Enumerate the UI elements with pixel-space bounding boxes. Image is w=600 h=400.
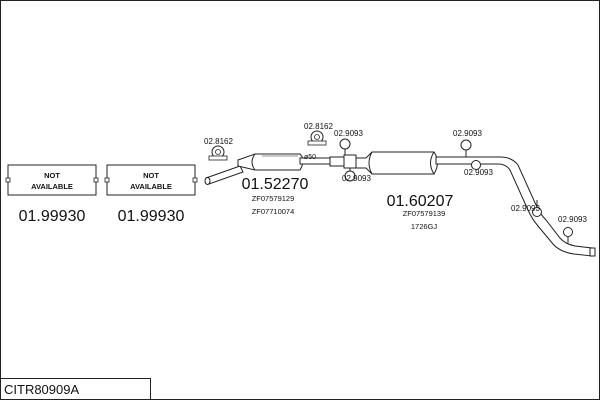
clamp-icon-mid xyxy=(307,130,327,146)
clamp-left-label: 02.8162 xyxy=(204,137,233,146)
clamp-icon-left xyxy=(208,145,228,161)
not-available-text-2b: AVAILABLE xyxy=(130,182,172,191)
not-available-text-1a: NOT xyxy=(44,171,60,180)
hanger-b-label: 02.9093 xyxy=(342,174,371,183)
rear-silencer-ref-2: 1726GJ xyxy=(411,222,438,231)
not-available-box-1: NOT AVAILABLE xyxy=(5,164,99,196)
not-available-box-2: NOT AVAILABLE xyxy=(104,164,198,196)
title-code-box: CITR80909A xyxy=(0,378,151,400)
hanger-icon-c xyxy=(460,139,472,157)
front-silencer-ref-2: ZF07710074 xyxy=(252,207,295,216)
front-silencer xyxy=(204,153,331,185)
part-number-unavailable-1: 01.99930 xyxy=(19,208,86,225)
title-code: CITR80909A xyxy=(4,382,79,397)
front-silencer-part-number: 01.52270 xyxy=(242,176,309,193)
rear-silencer xyxy=(355,151,596,257)
hanger-e-label: 02.9093 xyxy=(511,204,540,213)
part-number-unavailable-2: 01.99930 xyxy=(118,208,185,225)
hanger-f-label: 02.9093 xyxy=(558,215,587,224)
pipe-joint xyxy=(329,154,357,169)
pipe-size-label: ø50 xyxy=(304,154,316,161)
hanger-icon-d xyxy=(471,160,481,170)
hanger-a-label: 02.9093 xyxy=(334,129,363,138)
hanger-icon-e xyxy=(532,200,542,217)
rear-silencer-ref-1: ZF07579139 xyxy=(403,209,446,218)
not-available-text-2a: NOT xyxy=(143,171,159,180)
rear-silencer-part-number: 01.60207 xyxy=(387,193,454,210)
hanger-icon-f xyxy=(563,227,573,243)
not-available-text-1b: AVAILABLE xyxy=(31,182,73,191)
hanger-d-label: 02.9093 xyxy=(464,168,493,177)
front-silencer-ref-1: ZF07579129 xyxy=(252,194,295,203)
hanger-icon-a xyxy=(339,138,351,155)
clamp-mid-label: 02.8162 xyxy=(304,122,333,131)
hanger-icon-b xyxy=(344,168,356,182)
hanger-c-label: 02.9093 xyxy=(453,129,482,138)
